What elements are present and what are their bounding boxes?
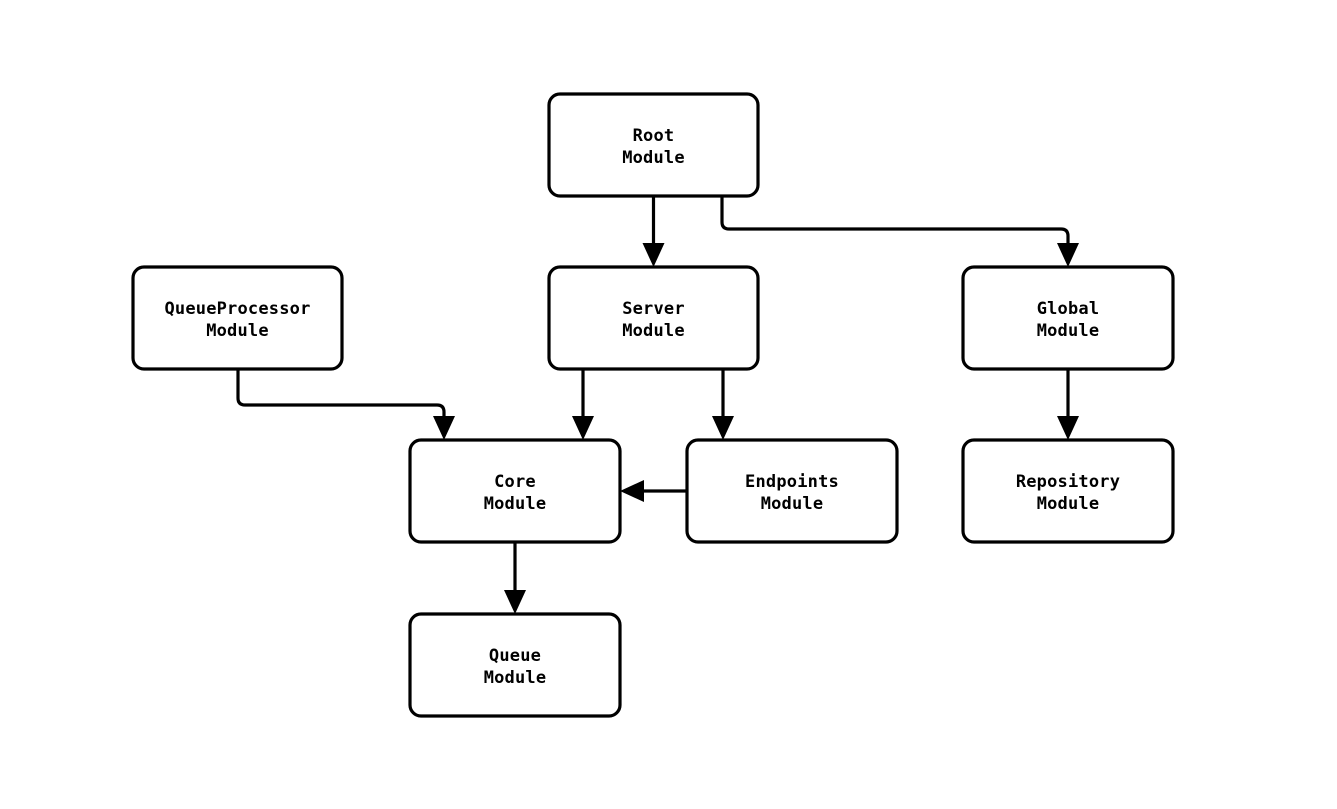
node-shape[interactable] <box>547 92 760 198</box>
edge-global-to-repository <box>1057 369 1079 440</box>
node-label-line1: Server <box>622 299 685 319</box>
node-repository-module[interactable]: Repository Module <box>961 438 1175 544</box>
node-shape[interactable] <box>547 265 760 371</box>
node-global-module[interactable]: Global Module <box>961 265 1175 371</box>
node-shape[interactable] <box>685 438 899 544</box>
node-label-line2: Module <box>484 668 547 688</box>
node-queueprocessor-module[interactable]: QueueProcessor Module <box>131 265 344 371</box>
edge-queueprocessor-to-core <box>236 369 455 440</box>
arrowhead-icon <box>1057 416 1079 440</box>
node-core-module[interactable]: Core Module <box>408 438 622 544</box>
node-label-line2: Module <box>761 494 824 514</box>
node-shape[interactable] <box>131 265 344 371</box>
arrowhead-icon <box>1057 243 1079 267</box>
arrowhead-icon <box>620 480 644 502</box>
node-label-line1: Root <box>633 126 675 146</box>
node-label-line2: Module <box>622 321 685 341</box>
arrowhead-icon <box>433 416 455 440</box>
node-label-line2: Module <box>484 494 547 514</box>
node-label-line2: Module <box>622 148 685 168</box>
arrowhead-icon <box>572 416 594 440</box>
edge-root-to-server <box>642 196 665 267</box>
arrowhead-icon <box>712 416 734 440</box>
node-server-module[interactable]: Server Module <box>547 265 760 371</box>
edge-line <box>720 196 1070 253</box>
node-root-module[interactable]: Root Module <box>547 92 760 198</box>
node-label-line1: Core <box>494 472 536 492</box>
node-shape[interactable] <box>961 438 1175 544</box>
node-label-line1: Endpoints <box>745 472 839 492</box>
edge-layer <box>236 196 1079 614</box>
node-label-line2: Module <box>1037 494 1100 514</box>
arrowhead-icon <box>642 243 665 267</box>
node-shape[interactable] <box>961 265 1175 371</box>
node-label-line1: Repository <box>1016 472 1120 492</box>
edge-endpoints-to-core <box>620 480 687 502</box>
node-endpoints-module[interactable]: Endpoints Module <box>685 438 899 544</box>
arrowhead-icon <box>504 590 526 614</box>
node-label-line1: QueueProcessor <box>164 299 310 319</box>
node-label-line1: Queue <box>489 646 541 666</box>
edge-line <box>236 369 446 426</box>
node-layer: Root Module QueueProcessor Module Server… <box>131 92 1175 718</box>
node-shape[interactable] <box>408 612 622 718</box>
node-label-line2: Module <box>206 321 269 341</box>
node-queue-module[interactable]: Queue Module <box>408 612 622 718</box>
node-shape[interactable] <box>408 438 622 544</box>
edge-server-to-endpoints <box>712 369 734 440</box>
edge-server-to-core <box>572 369 594 440</box>
node-label-line1: Global <box>1037 299 1100 319</box>
node-label-line2: Module <box>1037 321 1100 341</box>
edge-root-to-global <box>720 196 1079 267</box>
edge-core-to-queue <box>504 542 526 614</box>
